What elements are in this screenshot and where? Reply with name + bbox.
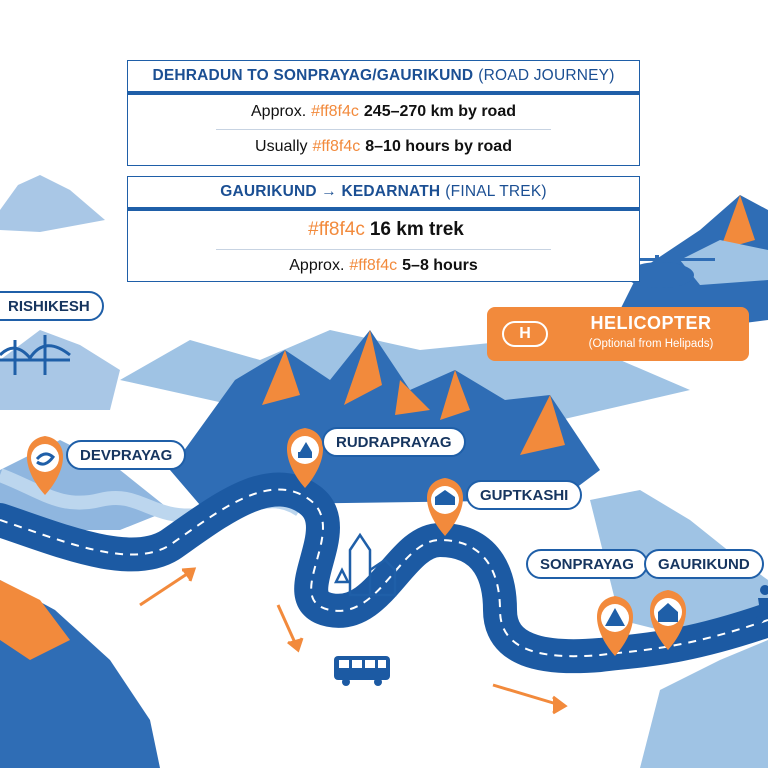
bridge-icon — [0, 335, 71, 375]
trek-time-row: Approx. #ff8f4c 5–8 hours — [128, 250, 639, 282]
foreground-mountain — [0, 580, 768, 768]
trek-header: GAURIKUND → KEDARNATH (FINAL TREK) — [128, 177, 639, 211]
label-guptkashi: GUPTKASHI — [466, 480, 583, 510]
trek-time-accent: #ff8f4c — [349, 257, 398, 274]
trek-distance-accent: #ff8f4c — [308, 219, 365, 240]
winding-road — [0, 472, 768, 674]
flow-arrows — [139, 567, 568, 715]
label-devprayag: DEVPRAYAG — [66, 440, 187, 470]
pin-rudraprayag — [286, 428, 324, 488]
tent-icon — [605, 608, 625, 626]
road-time-accent: #ff8f4c — [312, 138, 361, 155]
pin-devprayag — [26, 436, 64, 495]
trek-box: GAURIKUND → KEDARNATH (FINAL TREK) #ff8f… — [127, 176, 640, 282]
trek-distance-value: 16 km trek — [369, 219, 464, 240]
temple-icon — [298, 442, 312, 458]
helipad-badge-icon: H — [502, 321, 548, 347]
road-journey-box: DEHRADUN TO SONPRAYAG/GAURIKUND (ROAD JO… — [127, 60, 640, 166]
label-rishikesh: RISHIKESH — [0, 291, 104, 321]
trek-subtitle: (FINAL TREK) — [445, 183, 547, 200]
road-time-row: Usually #ff8f4c 8–10 hours by road — [128, 130, 639, 164]
road-distance-accent: #ff8f4c — [311, 103, 359, 120]
label-gaurikund: GAURIKUND — [644, 549, 764, 579]
trek-box-divider — [216, 249, 551, 250]
road-time-prefix: Usually — [255, 138, 308, 155]
building-icon — [435, 490, 455, 505]
road-journey-title: DEHRADUN TO SONPRAYAG/GAURIKUND — [152, 67, 474, 84]
road-time-value: 8–10 hours by road — [365, 138, 512, 155]
road-distance-value: 245–270 km by road — [363, 103, 516, 120]
trek-time-prefix: Approx. — [289, 257, 345, 274]
helicopter-option: H HELICOPTER (Optional from Helipads) — [487, 307, 749, 361]
road-distance-row: Approx. #ff8f4c 245–270 km by road — [128, 95, 639, 129]
pin-gaurikund — [649, 590, 687, 650]
pin-guptkashi — [426, 478, 464, 536]
helicopter-title: HELICOPTER — [590, 313, 712, 333]
pin-sonprayag — [596, 596, 634, 656]
river-icon — [35, 452, 56, 466]
helicopter-subtitle: (Optional from Helipads) — [588, 338, 714, 350]
bus-icon — [334, 656, 390, 686]
road-journey-header: DEHRADUN TO SONPRAYAG/GAURIKUND (ROAD JO… — [128, 61, 639, 95]
trek-distance-row: #ff8f4c 16 km trek — [128, 211, 639, 249]
label-rudraprayag: RUDRAPRAYAG — [322, 427, 466, 457]
road-box-divider — [216, 129, 551, 130]
road-distance-prefix: Approx. — [251, 103, 307, 120]
label-sonprayag: SONPRAYAG — [526, 549, 648, 579]
church-icon — [333, 532, 397, 597]
central-mountains — [170, 330, 600, 505]
trek-title: GAURIKUND → KEDARNATH — [220, 183, 441, 200]
trek-time-value: 5–8 hours — [402, 257, 478, 274]
hiker-icon — [754, 585, 768, 625]
hut-icon — [658, 603, 678, 622]
road-journey-subtitle: (ROAD JOURNEY) — [478, 67, 615, 84]
